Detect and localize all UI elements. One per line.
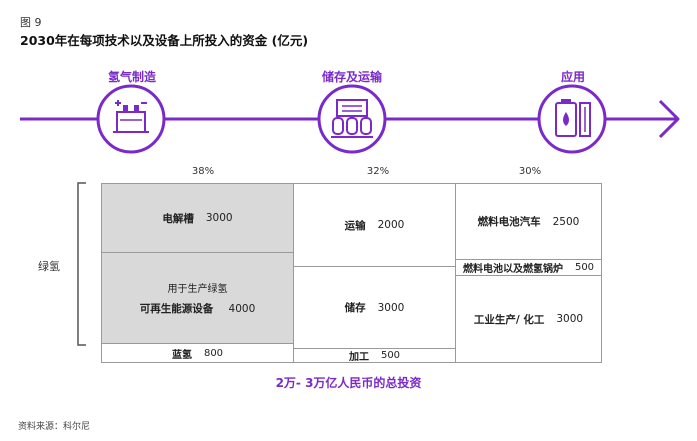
green-hydrogen-label: 绿氢 bbox=[38, 260, 60, 273]
cell-name: 电解槽 bbox=[162, 212, 194, 225]
cell-fuel-cell-vehicles: 燃料电池汽车 2500 bbox=[455, 183, 602, 260]
cell-name: 可再生能源设备 bbox=[139, 303, 214, 315]
cell-renewable-equipment: 用于生产绿氢 可再生能源设备 4000 bbox=[101, 252, 294, 344]
cell-transport: 运输 2000 bbox=[293, 183, 456, 267]
cell-value: 800 bbox=[203, 347, 224, 359]
cell-name: 储存 bbox=[344, 302, 366, 314]
cell-value: 500 bbox=[574, 262, 595, 273]
cell-value: 4000 bbox=[228, 303, 256, 315]
electrolyzer-icon bbox=[96, 84, 166, 154]
cell-note: 用于生产绿氢 bbox=[167, 284, 228, 295]
cell-industry-chemicals: 工业生产/ 化工 3000 bbox=[455, 275, 602, 363]
total-investment-label: 2万- 3万亿人民币的总投资 bbox=[275, 376, 422, 390]
cell-storage: 储存 3000 bbox=[293, 266, 456, 349]
arrow-head-icon bbox=[658, 99, 680, 139]
cell-value: 2000 bbox=[377, 219, 405, 231]
cell-name: 工业生产/ 化工 bbox=[473, 313, 545, 326]
cell-processing: 加工 500 bbox=[293, 348, 456, 363]
cell-value: 3000 bbox=[556, 313, 584, 325]
share-production: 38% bbox=[191, 166, 215, 177]
share-storage: 32% bbox=[366, 166, 390, 177]
storage-tanks-icon bbox=[317, 84, 387, 154]
fuel-battery-icon bbox=[537, 84, 607, 154]
cell-name: 蓝氢 bbox=[171, 349, 192, 361]
chart-title: 2030年在每项技术以及设备上所投入的资金 (亿元) bbox=[20, 33, 309, 48]
green-hydrogen-bracket bbox=[77, 182, 86, 346]
stage-label-storage: 储存及运输 bbox=[321, 70, 382, 84]
cell-value: 2500 bbox=[552, 215, 580, 228]
cell-electrolyzer: 电解槽 3000 bbox=[101, 183, 294, 253]
share-application: 30% bbox=[518, 166, 542, 177]
stage-label-application: 应用 bbox=[560, 70, 585, 84]
cell-value: 500 bbox=[380, 350, 401, 361]
cell-value: 3000 bbox=[205, 212, 233, 224]
stage-label-production: 氢气制造 bbox=[107, 70, 156, 84]
figure-label: 图 9 bbox=[20, 16, 42, 29]
cell-value: 3000 bbox=[377, 301, 405, 314]
cell-blue-hydrogen: 蓝氢 800 bbox=[101, 343, 294, 363]
source-note: 资料来源：科尔尼 bbox=[18, 422, 91, 432]
cell-name: 运输 bbox=[344, 219, 366, 232]
cell-fuel-cells-boilers: 燃料电池以及燃氢锅炉 500 bbox=[455, 259, 602, 276]
cell-name: 燃料电池汽车 bbox=[477, 216, 541, 228]
cell-name: 加工 bbox=[348, 352, 369, 363]
cell-name: 燃料电池以及燃氢锅炉 bbox=[462, 264, 563, 275]
